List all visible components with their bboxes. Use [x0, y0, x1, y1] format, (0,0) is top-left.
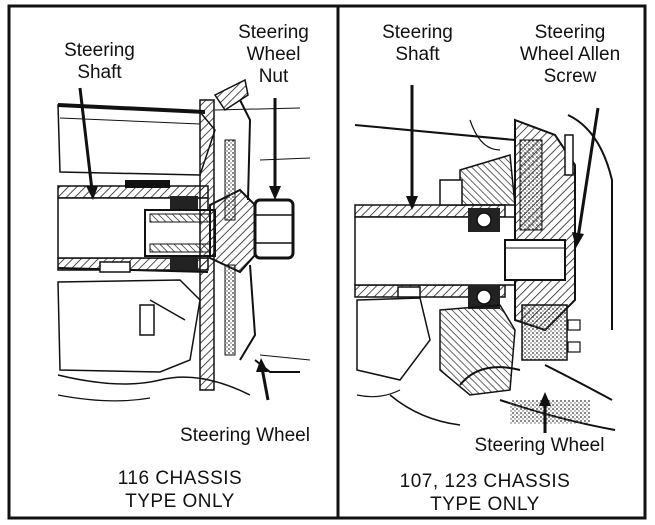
label-line: Wheel	[246, 44, 301, 65]
outer-frame	[7, 4, 647, 520]
right-panel-drawing	[354, 85, 616, 433]
label-line: Steering	[238, 22, 309, 43]
left-panel-drawing	[57, 78, 311, 402]
caption-line: TYPE ONLY	[125, 491, 235, 512]
right-caption: 107, 123 CHASSIS TYPE ONLY	[360, 470, 610, 516]
right-steering-shaft-label: Steering Shaft	[370, 22, 465, 66]
label-line: Wheel Allen	[519, 44, 621, 65]
label-line: Shaft	[77, 62, 122, 83]
left-caption: 116 CHASSIS TYPE ONLY	[70, 467, 290, 513]
label-line: Nut	[258, 66, 289, 87]
label-line: Steering	[534, 22, 606, 43]
right-steering-wheel-allen-screw-label: Steering Wheel Allen Screw	[500, 22, 640, 88]
right-steering-wheel-label: Steering Wheel	[474, 435, 605, 456]
label-line: Screw	[543, 66, 597, 87]
caption-line: TYPE ONLY	[430, 494, 540, 515]
caption-line: 107, 123 CHASSIS	[399, 471, 571, 492]
label-line: Steering	[382, 22, 453, 43]
caption-line: 116 CHASSIS	[117, 468, 243, 489]
left-steering-shaft-label: Steering Shaft	[52, 40, 147, 84]
label-line: Steering	[64, 40, 135, 61]
label-line: Shaft	[395, 44, 440, 65]
left-steering-wheel-label: Steering Wheel	[180, 425, 310, 446]
left-steering-wheel-nut-label: Steering Wheel Nut	[226, 22, 321, 88]
